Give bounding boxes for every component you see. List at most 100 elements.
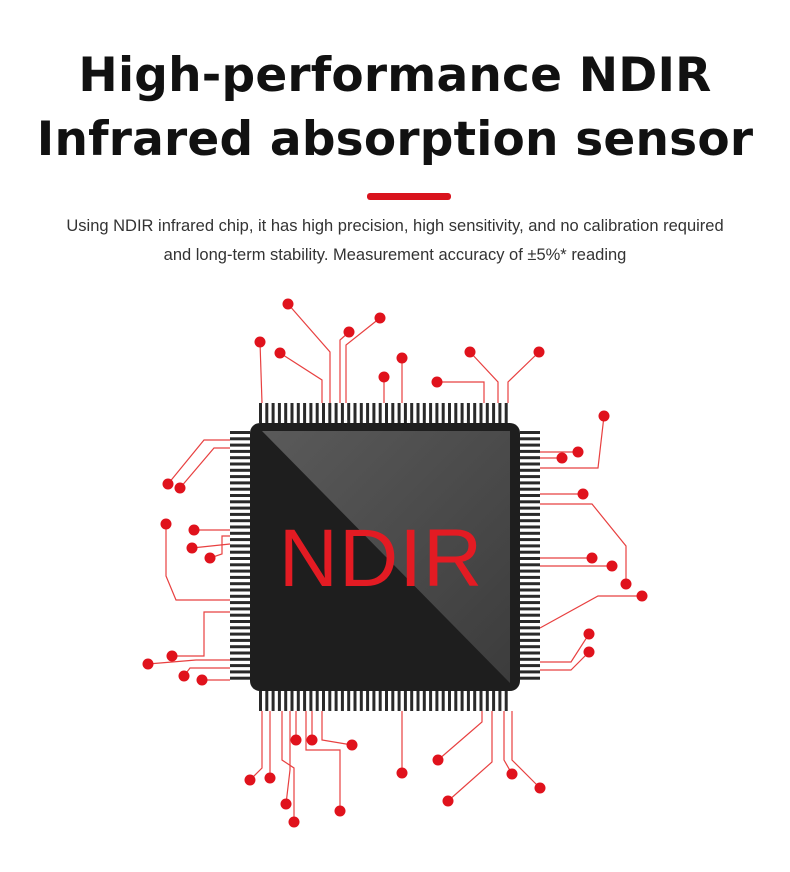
circuit-node: [583, 646, 595, 658]
chip-pin: [520, 475, 540, 479]
chip-pin: [230, 487, 250, 491]
chip-pin: [520, 538, 540, 542]
chip-pin: [520, 645, 540, 649]
circuit-node: [506, 768, 518, 780]
chip-pin: [230, 645, 250, 649]
chip-pin: [498, 691, 502, 711]
chip-pin: [520, 582, 540, 586]
circuit-node: [290, 734, 302, 746]
circuit-node: [188, 524, 200, 536]
chip-pin: [520, 456, 540, 460]
circuit-node: [577, 488, 589, 500]
chip-pin: [230, 613, 250, 617]
chip-pin: [230, 506, 250, 510]
chip-pin: [397, 691, 401, 711]
circuit-node: [556, 452, 568, 464]
chip-pin: [277, 403, 281, 423]
chip-pin: [230, 544, 250, 548]
chip-pin: [230, 651, 250, 655]
circuit-trace: [345, 317, 381, 403]
circuit-trace: [321, 711, 353, 746]
circuit-trace: [259, 341, 263, 404]
chip-pin: [340, 691, 344, 711]
chip-pin: [290, 691, 294, 711]
chip-pin: [328, 403, 332, 423]
chip-pin: [466, 691, 470, 711]
chip-pin: [230, 594, 250, 598]
chip-pin: [347, 691, 351, 711]
circuit-node: [378, 371, 390, 383]
chip-pin: [315, 403, 319, 423]
circuit-trace: [285, 711, 291, 805]
chip-pin: [230, 582, 250, 586]
circuit-node: [166, 650, 178, 662]
chip-pin: [230, 632, 250, 636]
chip-pin: [397, 403, 401, 423]
circuit-trace: [540, 415, 605, 469]
chip-pin: [265, 691, 269, 711]
chip-pin: [460, 691, 464, 711]
circuit-trace: [540, 633, 590, 663]
circuit-trace: [165, 524, 230, 601]
circuit-trace: [183, 667, 230, 677]
chip-pin: [520, 676, 540, 680]
chip-pin: [230, 468, 250, 472]
chip-pin: [378, 403, 382, 423]
chip-pin: [230, 550, 250, 554]
chip-pin: [230, 525, 250, 529]
circuit-node: [162, 478, 174, 490]
chip-pin: [520, 437, 540, 441]
chip-pin: [391, 403, 395, 423]
chip-pin: [334, 403, 338, 423]
chip-pin: [372, 691, 376, 711]
circuit-node: [586, 552, 598, 564]
circuit-node: [606, 560, 618, 572]
chip-pin: [230, 443, 250, 447]
chip-pin: [230, 531, 250, 535]
chip-pin: [416, 691, 420, 711]
circuit-trace: [172, 611, 230, 657]
chip-pin: [230, 676, 250, 680]
circuit-node: [282, 298, 294, 310]
circuit-node: [264, 772, 276, 784]
chip-pin: [303, 691, 307, 711]
chip-pin: [372, 403, 376, 423]
circuit-node: [280, 798, 292, 810]
chip-pin: [429, 691, 433, 711]
chip-pin: [520, 525, 540, 529]
circuit-node: [142, 658, 154, 670]
chip-pin: [230, 437, 250, 441]
chip-pin: [230, 512, 250, 516]
circuit-node: [274, 347, 286, 359]
circuit-trace: [191, 543, 231, 549]
circuit-node: [598, 410, 610, 422]
chip-pin: [520, 670, 540, 674]
circuit-trace: [507, 351, 540, 403]
circuit-node: [620, 578, 632, 590]
circuit-trace: [447, 711, 493, 802]
chip-pin: [435, 691, 439, 711]
chip-pin: [284, 403, 288, 423]
chip-pin: [265, 403, 269, 423]
chip-pin: [520, 494, 540, 497]
chip-pin: [230, 475, 250, 479]
chip-pin: [520, 519, 540, 523]
chip-pin: [284, 691, 288, 711]
circuit-node: [636, 590, 648, 602]
chip-pin: [366, 403, 370, 423]
chip-pin: [328, 691, 332, 711]
chip-label: NDIR: [279, 513, 483, 604]
chip-pin: [334, 691, 338, 711]
chip-pin: [322, 691, 325, 711]
circuit-trace: [540, 651, 590, 671]
chip-pin: [416, 403, 420, 423]
chip-pin: [230, 664, 250, 668]
circuit-trace: [305, 711, 341, 811]
chip-body: [250, 423, 520, 691]
chip-pin: [492, 691, 496, 711]
chip-pin: [391, 691, 395, 711]
chip-pin: [520, 462, 540, 466]
chip-pin: [485, 691, 489, 711]
chip-pin: [520, 664, 540, 668]
chip-pin: [385, 691, 388, 711]
